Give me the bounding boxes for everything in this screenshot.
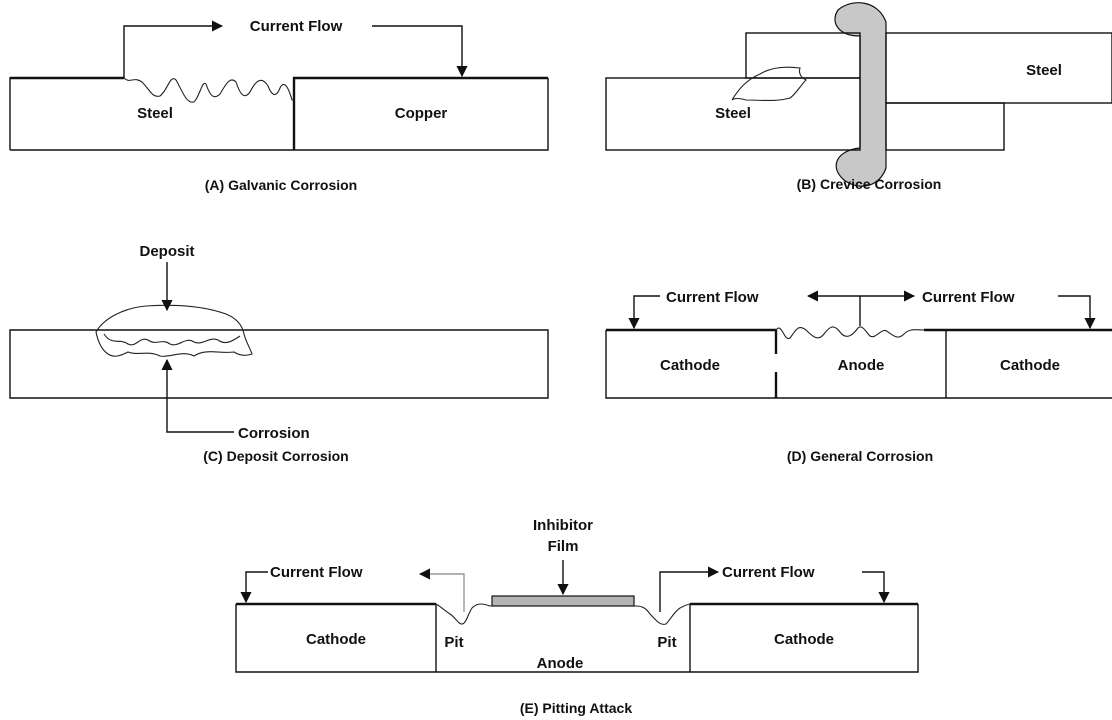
deposit-shape: [95, 304, 253, 357]
corrosion-label: Corrosion: [238, 425, 310, 442]
pit-left-label: Pit: [444, 634, 463, 651]
panel-general-corrosion: Current Flow Current Flow Cathode Anode …: [605, 289, 1112, 464]
corrosion-profile: [775, 326, 925, 340]
corrosion-arrow: [161, 358, 234, 433]
panel-pitting-attack: Inhibitor Film Current Flow Current Flow…: [235, 517, 919, 716]
plate-outline: [605, 330, 1112, 399]
caption-d: (D) General Corrosion: [787, 448, 933, 464]
caption-b: (B) Crevice Corrosion: [797, 176, 942, 192]
steel-lower-label: Steel: [715, 105, 751, 122]
current-flow-right-label: Current Flow: [722, 564, 815, 581]
current-flow-arrow-down-right: [1058, 295, 1096, 330]
panel-crevice-corrosion: Steel Steel (B) Crevice Corrosion: [605, 2, 1112, 192]
steel-upper-label: Steel: [1026, 62, 1062, 79]
cathode-right-label: Cathode: [774, 631, 834, 648]
plate-outline: [235, 604, 919, 673]
inhibitor-label-line1: Inhibitor: [533, 517, 593, 534]
panel-deposit-corrosion: Deposit Corrosion (C) Deposit Corrosion: [9, 243, 549, 464]
current-flow-arrow-down-right: [862, 571, 890, 604]
deposit-label: Deposit: [139, 243, 194, 260]
pit-right-label: Pit: [657, 634, 676, 651]
lower-right-plate: [885, 102, 1005, 151]
copper-label: Copper: [395, 105, 448, 122]
anode-surface: [435, 603, 691, 625]
steel-lower-plate: [605, 77, 861, 151]
crevice-corrosion-pit: [731, 66, 807, 102]
steel-label: Steel: [137, 105, 173, 122]
inhibitor-label-line2: Film: [548, 538, 579, 555]
corrosion-profile: [123, 77, 294, 103]
panel-galvanic-corrosion: Current Flow Steel Copper (A) Galvanic C…: [9, 18, 549, 193]
inhibitor-film: [491, 595, 635, 607]
current-flow-left-label: Current Flow: [270, 564, 363, 581]
cathode-right-label: Cathode: [1000, 357, 1060, 374]
plate-outline: [9, 329, 549, 399]
caption-e: (E) Pitting Attack: [520, 700, 632, 716]
current-flow-arrow-down-left: [240, 571, 268, 604]
anode-label: Anode: [537, 655, 584, 672]
current-flow-arrow-down-left: [628, 295, 660, 330]
cathode-left-label: Cathode: [660, 357, 720, 374]
current-flow-arrow-up-right: [659, 566, 720, 612]
cathode-left-label: Cathode: [306, 631, 366, 648]
caption-a: (A) Galvanic Corrosion: [205, 177, 357, 193]
current-flow-label: Current Flow: [250, 18, 343, 35]
current-flow-left-label: Current Flow: [666, 289, 759, 306]
current-flow-arrow-right: [123, 20, 224, 78]
steel-block: [9, 77, 124, 150]
steel-upper-plate: [885, 32, 1112, 104]
caption-c: (C) Deposit Corrosion: [203, 448, 348, 464]
anode-label: Anode: [838, 357, 885, 374]
current-flow-right-label: Current Flow: [922, 289, 1015, 306]
copper-block: [292, 76, 548, 150]
copper-outline: [294, 78, 549, 151]
corrosion-profile: [103, 333, 241, 346]
upper-small-plate: [745, 32, 861, 79]
current-flow-arrow-down: [372, 25, 468, 78]
current-flow-arrow-up-left: [418, 568, 465, 612]
